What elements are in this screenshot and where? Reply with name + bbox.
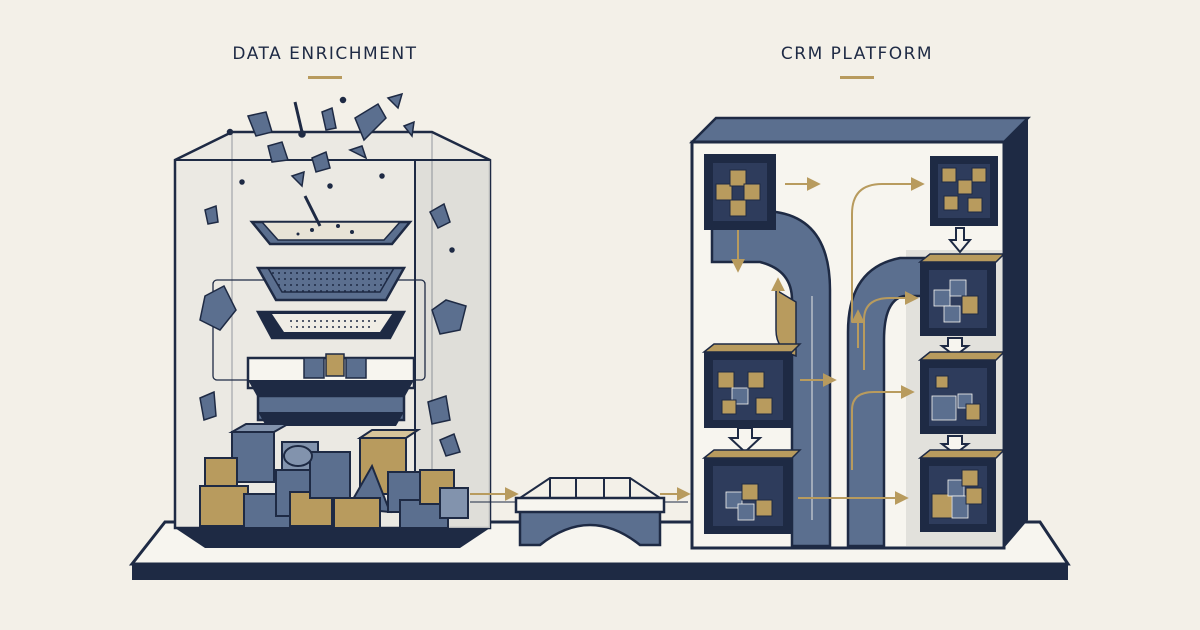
crm-module-left-bottom bbox=[701, 449, 802, 534]
right-heading-underline bbox=[840, 76, 874, 79]
cube-tray-layer-icon bbox=[246, 353, 416, 398]
data-pipes bbox=[710, 210, 926, 548]
crm-module-right-1 bbox=[917, 253, 1006, 336]
bridge-icon bbox=[514, 477, 666, 547]
crm-module-right-3 bbox=[917, 449, 1006, 532]
crm-down-arrows bbox=[727, 227, 973, 456]
data-enrichment-title: DATA ENRICHMENT bbox=[232, 44, 418, 64]
slab-layer-icon bbox=[256, 394, 406, 426]
crm-module-left-mid bbox=[701, 343, 802, 428]
crm-module-top-left bbox=[704, 154, 776, 230]
data-cube-pile bbox=[199, 423, 469, 529]
left-section-heading: DATA ENRICHMENT bbox=[175, 44, 475, 79]
crm-module-top-right bbox=[930, 156, 998, 226]
funnel-layer-icon bbox=[249, 195, 413, 246]
fine-sieve-layer-icon bbox=[255, 310, 407, 340]
sieve-layer-icon bbox=[255, 266, 407, 302]
left-heading-underline bbox=[308, 76, 342, 79]
right-section-heading: CRM PLATFORM bbox=[707, 44, 1007, 79]
data-debris bbox=[199, 92, 467, 457]
crm-module-right-2 bbox=[917, 351, 1006, 434]
flow-arrow-icon bbox=[470, 487, 691, 503]
crm-platform-title: CRM PLATFORM bbox=[780, 44, 934, 64]
crm-flow-arrows bbox=[731, 177, 925, 505]
